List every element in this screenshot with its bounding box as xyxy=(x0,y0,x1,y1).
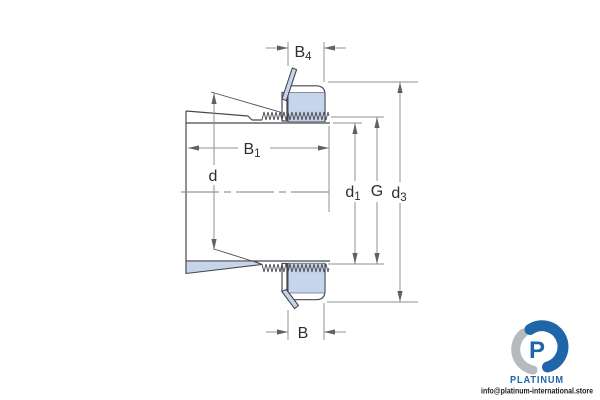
lock-washer-bottom-tab xyxy=(281,288,300,310)
dimension-d3: d3 xyxy=(327,81,418,303)
logo-gray-swoosh xyxy=(511,328,538,375)
d1-arrow-top xyxy=(352,123,358,134)
logo-center-disc xyxy=(525,337,549,361)
g-label: G xyxy=(371,183,383,200)
threads xyxy=(261,111,330,273)
g-arrow-bottom xyxy=(374,253,380,264)
contact-email: info@platinum-international.store xyxy=(481,387,593,396)
b-label: B xyxy=(298,325,309,342)
lock-washer-top xyxy=(281,67,298,122)
thread-top-zigzag xyxy=(261,111,330,121)
lock-washer-top-tab xyxy=(281,67,298,102)
b1-label: B1 xyxy=(243,141,260,160)
b-arrow-left xyxy=(277,329,288,335)
dimension-b: B xyxy=(266,303,346,342)
b1-arrow-left xyxy=(188,145,199,151)
b1-arrow-right xyxy=(318,145,329,151)
watermark-logo: P PLATINUM info@platinum-international.s… xyxy=(481,320,593,396)
platinum-logo-icon: P xyxy=(511,320,569,375)
d3-arrow-bottom xyxy=(397,291,403,302)
logo-letter: P xyxy=(529,337,545,364)
sleeve-body xyxy=(185,110,330,275)
taper-reference-lines xyxy=(210,91,282,265)
dimension-d: d xyxy=(209,93,218,250)
d-arrow-bottom xyxy=(211,239,217,250)
dimension-b4: B4 xyxy=(266,42,346,82)
b4-arrow-left xyxy=(277,45,288,51)
logo-blue-swoosh xyxy=(524,320,569,373)
d3-arrow-top xyxy=(397,82,403,93)
b-arrow-right xyxy=(324,329,335,335)
dimension-g: G xyxy=(331,116,384,264)
d-label: d xyxy=(209,168,218,185)
d3-label: d3 xyxy=(391,185,406,204)
d-arrow-top xyxy=(211,93,217,104)
g-arrow-top xyxy=(374,117,380,128)
lock-washer-bottom xyxy=(281,262,300,310)
d1-arrow-bottom xyxy=(352,253,358,264)
sleeve-top-outer-surface xyxy=(185,110,262,121)
b4-label: B4 xyxy=(294,44,312,63)
b4-arrow-right xyxy=(324,45,335,51)
thread-bottom-zigzag xyxy=(261,263,330,273)
lock-nut-bottom-outline xyxy=(287,262,326,301)
dimension-d1: d1 xyxy=(328,122,384,265)
dimension-b1: B1 xyxy=(188,126,330,212)
sleeve-bottom-section-wedge xyxy=(185,260,263,275)
taper-reference-line-top xyxy=(210,91,282,113)
d1-label: d1 xyxy=(345,184,360,203)
lock-nut-top-outline xyxy=(287,85,326,123)
taper-reference-line-bottom xyxy=(213,248,262,265)
brand-name: PLATINUM xyxy=(510,374,564,386)
